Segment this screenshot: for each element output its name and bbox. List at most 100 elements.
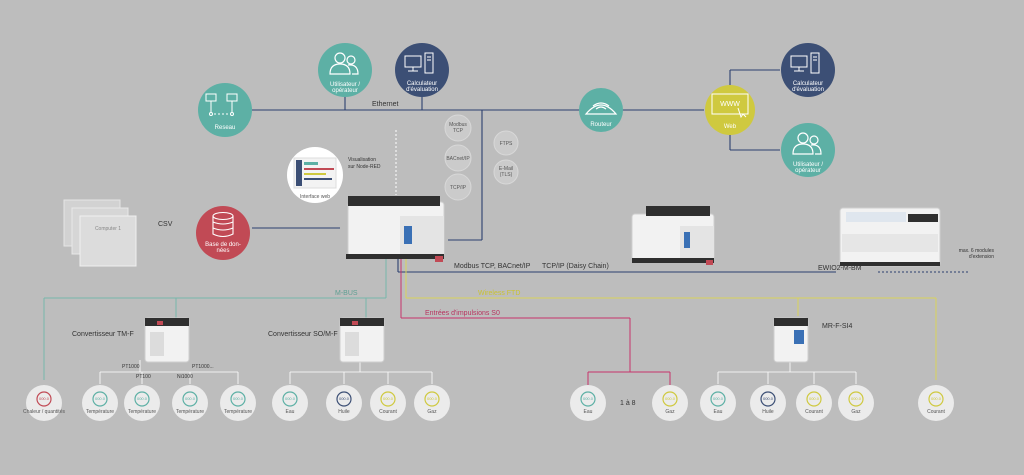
- interface-web-label: Interface web: [300, 194, 330, 200]
- web-browser-icon: [711, 93, 749, 119]
- interface-web-node: Interface web: [287, 147, 343, 203]
- reseau-node: Reseau: [198, 83, 252, 137]
- meter-bubble: [652, 385, 688, 421]
- meter-gauge-icon: [928, 391, 944, 407]
- meter-gauge-icon: [662, 391, 678, 407]
- user-top-label-2: opérateur: [332, 88, 358, 94]
- ewio-label: EWIO2-M-BM: [818, 265, 862, 272]
- meter-label: Gaz: [851, 409, 861, 415]
- protocol-email-2: (TLS): [500, 172, 513, 178]
- meter-bubble: [796, 385, 832, 421]
- modbus-label: Modbus TCP, BACnet/IP: [454, 263, 531, 270]
- protocol-modbus-2: TCP: [453, 128, 464, 134]
- meter-gauge-icon: [380, 391, 396, 407]
- probe-3: Ni1000: [177, 374, 193, 380]
- computer-icon-right: [790, 52, 820, 74]
- calc-right-label-2: d'évaluation: [792, 87, 824, 93]
- probe-4: PT1000...: [192, 364, 214, 370]
- meter-bubble: [700, 385, 736, 421]
- user-right-label-2: opérateur: [795, 168, 821, 174]
- meter-digits: 000.0: [583, 396, 594, 401]
- probe-2: PT100: [136, 374, 151, 380]
- wireless-label: Wireless FTD: [478, 290, 520, 297]
- meter-bubble: [272, 385, 308, 421]
- meter-bubble: [124, 385, 160, 421]
- meter-gauge-icon: [230, 391, 246, 407]
- meter-bubble: [220, 385, 256, 421]
- protocol-bacnet: BACnet/IP: [446, 156, 470, 162]
- converter-som: [339, 317, 385, 363]
- meter-label: Eau: [286, 409, 295, 415]
- computer-stack: Computer 1: [63, 199, 137, 267]
- meter-wires: [99, 360, 857, 384]
- meter-label: Température: [86, 409, 114, 415]
- meter-digits: 000.0: [713, 396, 724, 401]
- pulse-lines: [400, 258, 671, 386]
- computer-icon: [404, 52, 434, 74]
- main-controller: [346, 196, 445, 262]
- meter-bubble: [414, 385, 450, 421]
- protocol-bubbles: Modbus TCP BACnet/IP TCP/IP FTPS E-Mail …: [444, 114, 519, 201]
- users-icon-right: [792, 132, 822, 155]
- database-node: Base de don- nées: [196, 206, 250, 260]
- meter-digits: 000.0: [39, 396, 50, 401]
- tcpip-label: TCP/IP (Daisy Chain): [542, 263, 609, 270]
- meter-label: Gaz: [665, 409, 675, 415]
- tmf-label: Convertisseur TM-F: [72, 331, 134, 338]
- meter-digits: 000.0: [285, 396, 296, 401]
- meter-gauge-icon: [282, 391, 298, 407]
- meter-bubble: [82, 385, 118, 421]
- router-icon: [584, 102, 618, 115]
- user-right-label-1: Utilisateur /: [793, 162, 823, 168]
- meter-bubble: [570, 385, 606, 421]
- meter-gauge-icon: [580, 391, 596, 407]
- meter-digits: 000.0: [137, 396, 148, 401]
- second-controller: [631, 206, 715, 265]
- ethernet-lines: [252, 69, 968, 273]
- users-icon: [329, 52, 359, 75]
- meter-bubble: [172, 385, 208, 421]
- meter-digits: 000.0: [665, 396, 676, 401]
- meter-gauge-icon: [806, 391, 822, 407]
- meter-label: Température: [128, 409, 156, 415]
- range-label: 1 à 8: [620, 400, 636, 407]
- calc-top-label-1: Calculateur: [407, 81, 437, 87]
- web-label: Web: [724, 124, 737, 130]
- meter-gauge-icon: [424, 391, 440, 407]
- meter-gauge-icon: [36, 391, 52, 407]
- meter-label: Chaleur / quantités: [23, 409, 65, 415]
- visualisation-label-1: Visualisation: [348, 157, 376, 163]
- user-node-top: Utilisateur / opérateur: [318, 43, 372, 97]
- wireless-lines: [405, 258, 937, 380]
- database-icon: [212, 211, 234, 238]
- mbus-label: M-BUS: [335, 290, 358, 297]
- meter-digits: 000.0: [95, 396, 106, 401]
- pulse-label: Entrées d'impulsions S0: [425, 310, 500, 317]
- mr-label: MR-F-SI4: [822, 323, 852, 330]
- meter-label: Huile: [762, 409, 774, 415]
- meter-digits: 000.0: [851, 396, 862, 401]
- reseau-label: Reseau: [215, 125, 236, 131]
- meter-digits: 000.0: [339, 396, 350, 401]
- meter-label: Eau: [714, 409, 723, 415]
- database-label-1: Base de don-: [205, 242, 241, 248]
- protocol-ftps: FTPS: [500, 141, 513, 147]
- meter-bubble: [326, 385, 362, 421]
- protocol-email: E-Mail: [499, 166, 513, 172]
- calc-top-label-2: d'évaluation: [406, 87, 438, 93]
- meter-label: Courant: [805, 409, 823, 415]
